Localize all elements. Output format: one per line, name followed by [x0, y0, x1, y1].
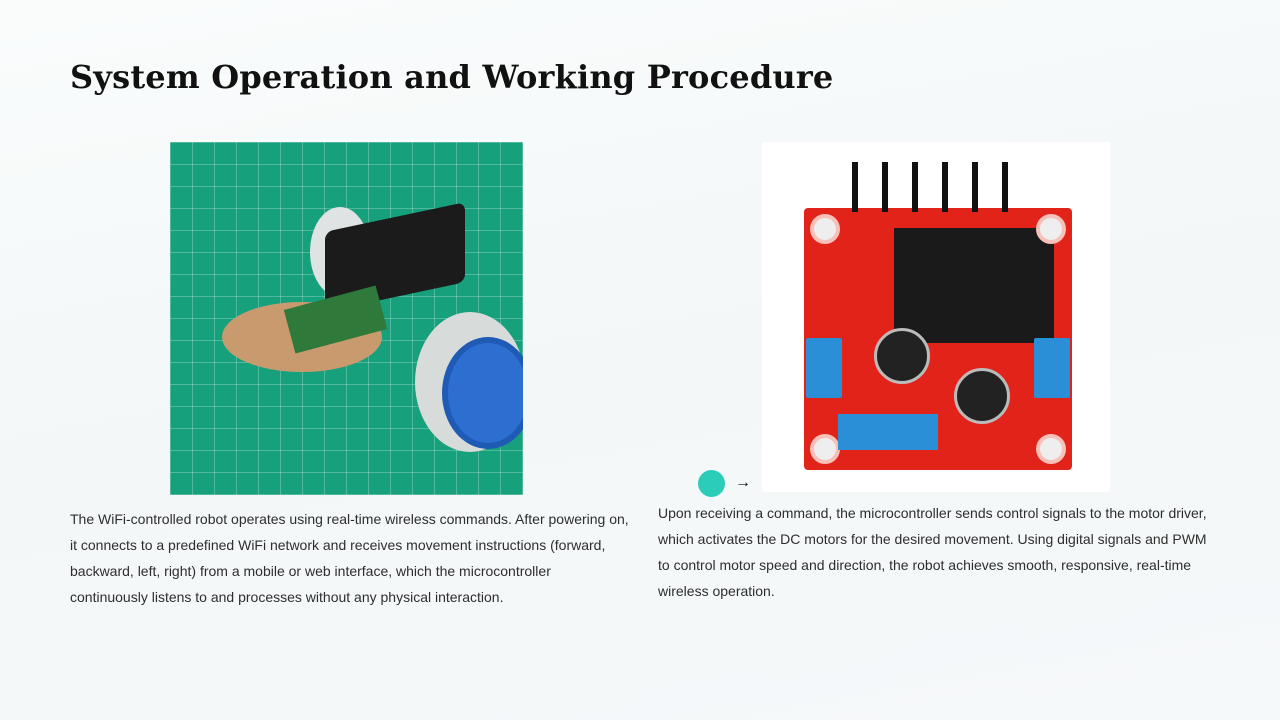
capacitor	[954, 368, 1010, 424]
terminal-block	[1034, 338, 1070, 398]
motor-driver-photo	[762, 142, 1110, 492]
heatsink-fin	[972, 162, 978, 212]
heatsink-fin	[912, 162, 918, 212]
pointer-highlight	[698, 470, 725, 497]
description-left: The WiFi-controlled robot operates using…	[70, 511, 629, 605]
heatsink-fin	[942, 162, 948, 212]
terminal-block	[806, 338, 842, 398]
mount-hole	[810, 214, 840, 244]
capacitor	[874, 328, 930, 384]
l298n-board	[804, 208, 1072, 470]
mount-hole	[1036, 434, 1066, 464]
description-right: Upon receiving a command, the microcontr…	[658, 505, 1207, 599]
wheel-hub	[442, 337, 523, 449]
heatsink-fin	[852, 162, 858, 212]
heatsink-fin	[882, 162, 888, 212]
mount-hole	[1036, 214, 1066, 244]
heatsink-fin	[1002, 162, 1008, 212]
cursor-arrow-icon: →	[735, 474, 751, 491]
heatsink	[894, 228, 1054, 343]
slide-title: System Operation and Working Procedure	[70, 58, 834, 96]
mount-hole	[810, 434, 840, 464]
robot-car-photo	[170, 142, 523, 495]
terminal-block	[838, 414, 938, 450]
